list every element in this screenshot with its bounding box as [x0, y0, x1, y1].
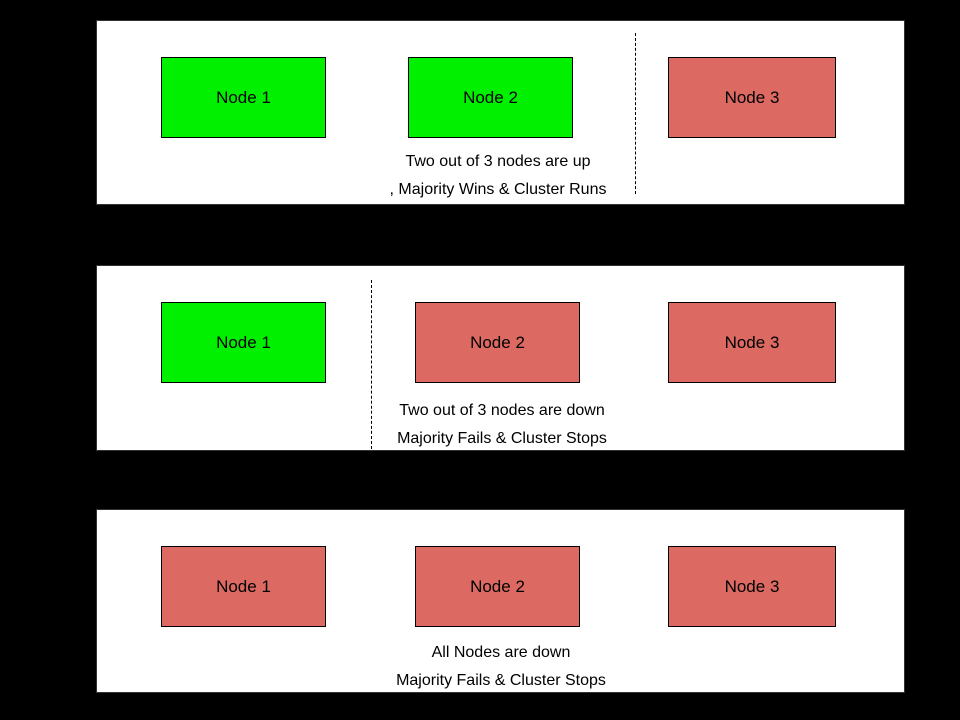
partition-divider-line [635, 33, 636, 194]
node-box: Node 1 [161, 302, 326, 383]
scenario-panel-majority-down: Node 1 Node 2 Node 3 Two out of 3 nodes … [96, 265, 905, 451]
caption-line-2: Majority Fails & Cluster Stops [396, 672, 606, 689]
panel-caption: Two out of 3 nodes are down Majority Fai… [302, 397, 702, 453]
node-box: Node 3 [668, 546, 836, 627]
caption-line-1: All Nodes are down [431, 644, 571, 661]
node-box: Node 1 [161, 546, 326, 627]
caption-line-2: , Majority Wins & Cluster Runs [389, 181, 607, 198]
panel-caption: All Nodes are down Majority Fails & Clus… [301, 639, 701, 695]
caption-line-2: Majority Fails & Cluster Stops [397, 430, 607, 447]
node-box: Node 2 [408, 57, 573, 138]
node-label: Node 3 [724, 87, 780, 107]
node-label: Node 1 [216, 576, 271, 596]
caption-line-1: Two out of 3 nodes are up [405, 153, 591, 170]
node-label: Node 2 [470, 576, 525, 596]
node-box: Node 1 [161, 57, 326, 138]
node-label: Node 1 [216, 332, 271, 352]
node-label: Node 3 [724, 332, 780, 352]
caption-line-1: Two out of 3 nodes are down [399, 402, 605, 419]
partition-divider-line [371, 280, 372, 449]
node-box: Node 2 [415, 302, 580, 383]
scenario-panel-all-down: Node 1 Node 2 Node 3 All Nodes are down … [96, 509, 905, 693]
node-label: Node 2 [470, 332, 525, 352]
node-box: Node 3 [668, 302, 836, 383]
node-box: Node 3 [668, 57, 836, 138]
node-label: Node 1 [216, 87, 271, 107]
panel-caption: Two out of 3 nodes are up , Majority Win… [298, 148, 698, 204]
scenario-panel-majority-up: Node 1 Node 2 Node 3 Two out of 3 nodes … [96, 20, 905, 205]
node-label: Node 3 [724, 576, 780, 596]
node-label: Node 2 [463, 87, 518, 107]
node-box: Node 2 [415, 546, 580, 627]
